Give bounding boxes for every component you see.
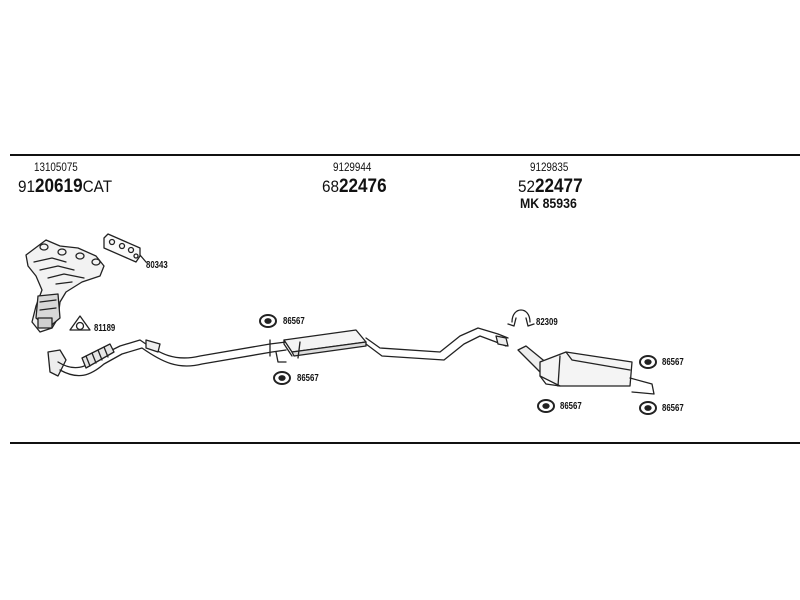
oe-main-col2: 22476 bbox=[339, 176, 387, 197]
rear-silencer-drawing bbox=[517, 345, 655, 395]
label-clamp: 82309 bbox=[536, 317, 558, 328]
label-hanger-mid-bottom: 86567 bbox=[297, 373, 319, 384]
hanger-rear-right-bottom-drawing bbox=[639, 401, 657, 415]
oe-main-col1: 20619 bbox=[35, 176, 83, 197]
oe-prefix-col3: 52 bbox=[518, 177, 536, 196]
hanger-mid-bottom-drawing bbox=[273, 371, 291, 385]
label-gasket-strip: 80343 bbox=[146, 260, 168, 271]
label-hanger-rear-right-bottom: 86567 bbox=[662, 403, 684, 414]
bottom-rule bbox=[10, 442, 800, 444]
oe-prefix-col1: 91 bbox=[18, 177, 36, 196]
oe-number-col3: 5222477 bbox=[518, 176, 583, 198]
part-number-col1: 13105075 bbox=[34, 160, 78, 174]
oe-number-col2: 6822476 bbox=[322, 176, 387, 198]
front-pipe-drawing bbox=[47, 339, 287, 377]
part-number-col3: 9129835 bbox=[530, 160, 569, 174]
part-number-col2: 9129944 bbox=[333, 160, 372, 174]
label-gasket-ring: 81189 bbox=[94, 323, 116, 334]
label-hanger-rear-left-bottom: 86567 bbox=[560, 401, 582, 412]
hanger-rear-right-top-drawing bbox=[639, 355, 657, 369]
intermediate-pipe-drawing bbox=[365, 327, 509, 361]
gasket-strip-drawing bbox=[103, 233, 147, 263]
middle-silencer-drawing bbox=[283, 329, 367, 359]
oe-prefix-col2: 68 bbox=[322, 177, 340, 196]
gasket-ring-drawing bbox=[69, 315, 91, 331]
label-hanger-rear-right-top: 86567 bbox=[662, 357, 684, 368]
hanger-rear-left-bottom-drawing bbox=[537, 399, 555, 413]
oe-number-col1: 9120619CAT bbox=[18, 176, 112, 198]
oe-main-col3: 22477 bbox=[535, 176, 583, 197]
hanger-mid-top-drawing bbox=[259, 314, 277, 328]
top-rule bbox=[10, 154, 800, 156]
label-hanger-mid-top: 86567 bbox=[283, 316, 305, 327]
manifold-catalyst-drawing bbox=[25, 239, 105, 333]
kit-label-col3: MK 85936 bbox=[520, 195, 577, 211]
clamp-drawing bbox=[507, 309, 535, 327]
oe-suffix-col1: CAT bbox=[82, 177, 113, 196]
